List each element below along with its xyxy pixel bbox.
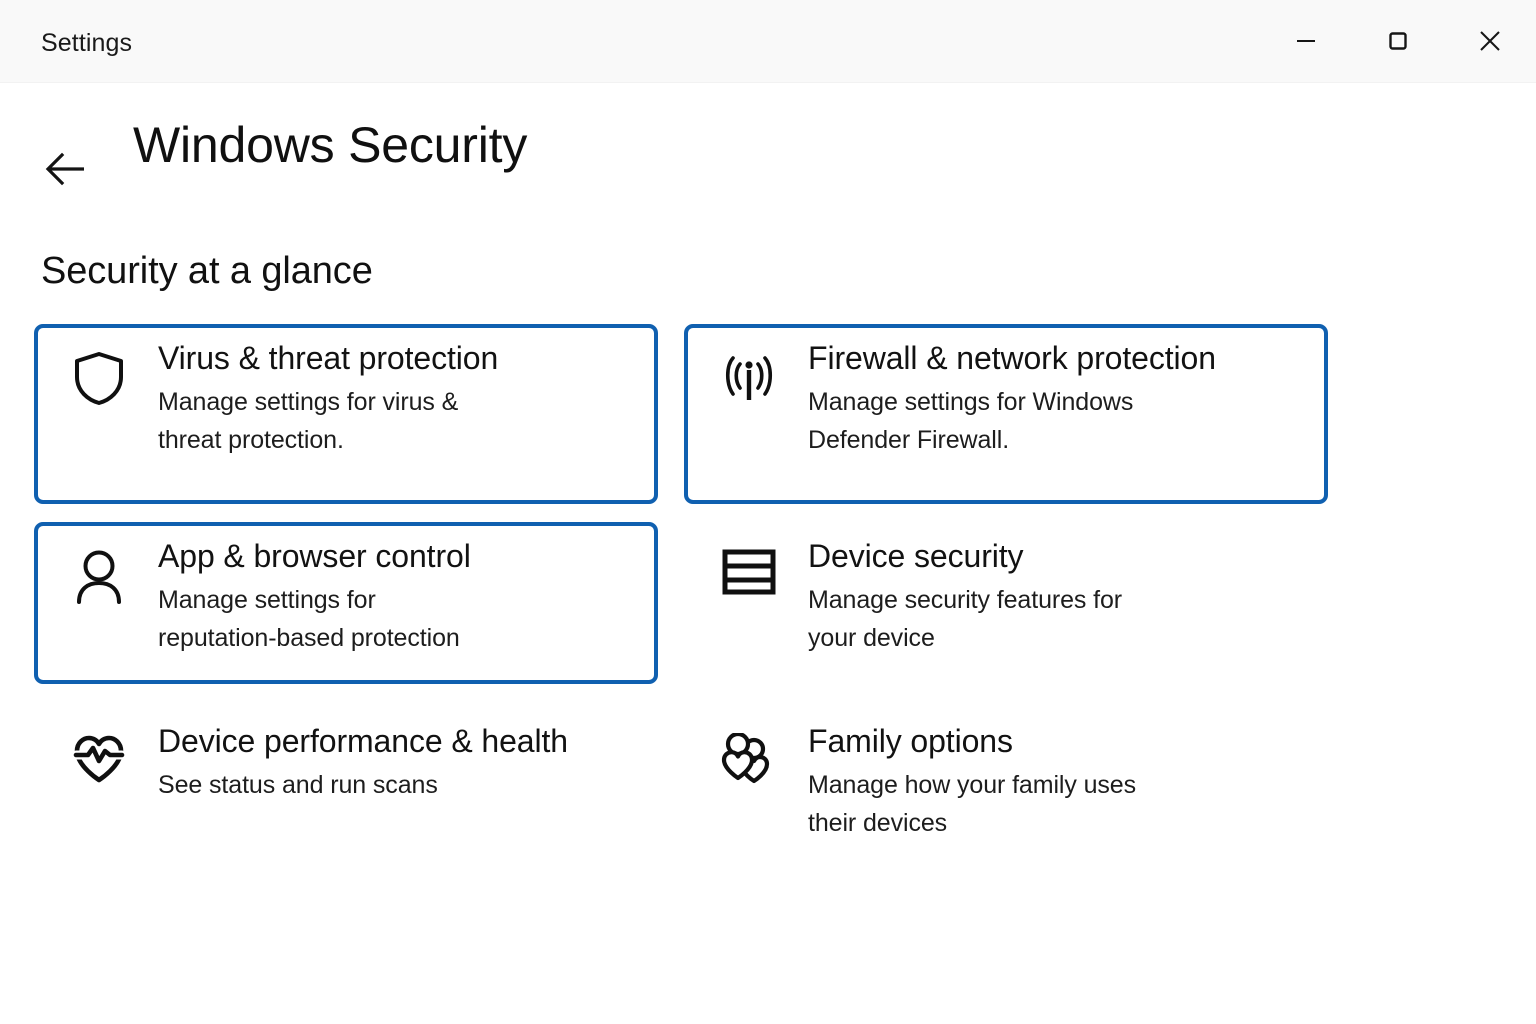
section-heading: Security at a glance (41, 250, 373, 292)
tile-app-browser-control[interactable]: App & browser control Manage settings fo… (34, 522, 658, 684)
tile-title: Device security (808, 538, 1024, 574)
tile-description: Manage settings for reputation-based pro… (158, 586, 460, 653)
tile-title: Firewall & network protection (808, 340, 1216, 376)
tile-description: Manage security features for your device (808, 586, 1123, 653)
tile-description: Manage settings for virus & threat prote… (158, 388, 459, 455)
minimize-button[interactable] (1260, 0, 1352, 82)
tile-description: See status and run scans (158, 771, 438, 799)
tile-family-options[interactable]: Family options Manage how your family us… (684, 707, 1328, 857)
close-button[interactable] (1444, 0, 1536, 82)
person-icon (70, 548, 128, 606)
tile-device-performance-health[interactable]: Device performance & health See status a… (34, 707, 658, 857)
tile-device-security[interactable]: Device security Manage security features… (684, 522, 1328, 684)
tile-description: Manage how your family uses their device… (808, 771, 1137, 838)
shield-icon (70, 350, 128, 408)
tile-title: Family options (808, 723, 1013, 759)
title-bar: Settings (0, 0, 1536, 83)
tile-virus-threat-protection[interactable]: Virus & threat protection Manage setting… (34, 324, 658, 504)
back-arrow-icon (45, 152, 84, 186)
maximize-button[interactable] (1352, 0, 1444, 82)
window-controls (1260, 0, 1536, 82)
close-icon (1480, 31, 1500, 51)
tile-title: App & browser control (158, 538, 471, 574)
broadcast-signal-icon (720, 350, 778, 408)
tile-description: Manage settings for Windows Defender Fir… (808, 388, 1134, 455)
back-button[interactable] (38, 142, 92, 196)
tile-title: Virus & threat protection (158, 340, 499, 376)
maximize-icon (1389, 32, 1407, 50)
heart-pulse-icon (70, 733, 128, 791)
tile-firewall-network-protection[interactable]: Firewall & network protection Manage set… (684, 324, 1328, 504)
device-chip-icon (720, 548, 778, 606)
tile-title: Device performance & health (158, 723, 568, 759)
page-title: Windows Security (133, 117, 528, 173)
minimize-icon (1297, 40, 1315, 42)
family-people-icon (720, 733, 778, 791)
window-title: Settings (41, 29, 133, 57)
page-header: Windows Security (0, 120, 1536, 210)
